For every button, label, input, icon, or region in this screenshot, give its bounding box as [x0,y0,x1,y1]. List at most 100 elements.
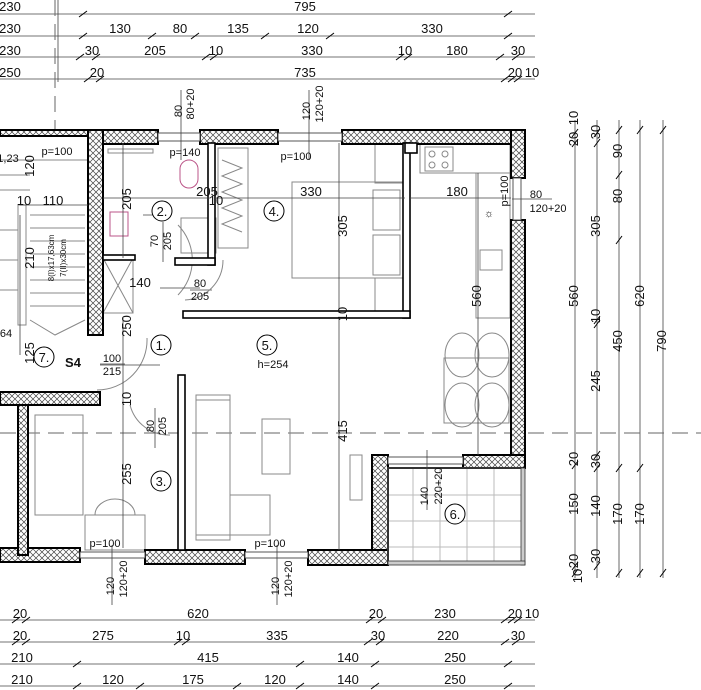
dimension-tick [363,638,373,646]
dimension-tick [232,682,242,690]
top_dimensions-row3-0-label: 230 [0,43,21,58]
top_dimensions-row3-5-label: 10 [398,43,412,58]
dining-table [443,357,510,424]
dimension-tick [173,638,183,646]
dimension-tick [500,75,510,83]
bottom_dimensions-row2-5-label: 220 [437,628,459,643]
right_dimensions-col3-0-label: 90 [610,144,625,158]
dimension-tick [593,450,601,460]
right_dimensions-col2-6-label: 30 [588,549,603,563]
dimension-tick [659,568,667,578]
right_dimensions-col2-0-label: 30 [588,125,603,139]
doors-0-height-label: 205 [162,232,174,250]
top_dimensions-row2-1-label: 130 [109,21,131,36]
top_dimensions-row2-2-label: 80 [173,21,187,36]
interior_dimensions-room3_depth-label: 255 [119,463,134,485]
right_dimensions-col3-1-label: 80 [610,189,625,203]
dimension-tick [83,75,93,83]
stair_notes-1-label: 7(II)x30cm [59,239,68,277]
dimension-tick [209,53,219,61]
right_dimensions-col2-3-label: 245 [588,370,603,392]
right_dimensions-col1-5-label: 10 [570,569,585,583]
room-marker-4: 4. [263,200,285,222]
interior_dimensions-bedroom_depth-label: 305 [335,215,350,237]
bottom_dimensions-row1-4-label: 20 [508,606,522,621]
dimension-tick [615,125,623,135]
dimension-tick [370,660,380,668]
dimension-tick [636,568,644,578]
stair_door-height-label: 215 [103,366,121,378]
top_dimensions-row3-2-label: 205 [144,43,166,58]
window-frame [157,132,201,142]
dimension-tick [593,315,601,325]
dimension-tick [503,10,513,18]
room-number: 1. [156,338,167,353]
dimension-tick [11,616,21,624]
window-frame [277,132,343,142]
windows-1-height-label: 120+20 [314,85,326,122]
windows-5-height-label: 120+20 [283,560,295,597]
dimension-tick [365,616,375,624]
dimension-tick [370,682,380,690]
bottom_dimensions-row1-5-label: 10 [525,606,539,621]
windows-4-sill-label: p=100 [90,538,121,550]
right_dimensions-col2-4-label: 30 [588,454,603,468]
doors-1-height-label: 205 [191,291,209,303]
bottom_dimensions-row1-1-label: 620 [187,606,209,621]
chair [474,382,510,428]
windows-5-sill-label: p=100 [255,538,286,550]
interior_dimensions-stair_run-label: 210 [22,247,37,269]
dimension-tick [75,53,85,61]
windows-2-width-label: 80 [530,189,542,201]
top_dimensions-row4-3-label: 20 [508,65,522,80]
stair_door-width-label: 100 [103,353,121,365]
bottom_dimensions-row3-0-label: 210 [11,650,33,665]
top_dimensions-row4-2-label: 735 [294,65,316,80]
dimension-tick [78,32,88,40]
window-frame [244,551,309,559]
dimension-tick [615,235,623,245]
right_dimensions-col1-2-label: 560 [566,285,581,307]
bottom_dimensions-row4-1-label: 120 [102,672,124,687]
interior_dimensions-hall_wall-label: 10 [119,392,134,406]
dimension-lines [0,0,667,690]
dimension-tick [95,75,105,83]
right_dimensions-col1-4-label: 150 [566,493,581,515]
windows-0-sill-label: p=140 [170,147,201,159]
dimension-tick [507,616,517,624]
bottom_dimensions-row3-1-label: 415 [197,650,219,665]
top_dimensions-row3-3-label: 10 [209,43,223,58]
bottom_dimensions-row2-3-label: 335 [266,628,288,643]
bottom_dimensions-row1-3-label: 230 [434,606,456,621]
pillow [372,189,401,231]
dimension-tick [636,125,644,135]
chair [474,332,510,378]
room-number-circle [150,470,172,492]
room-number-circle [263,200,285,222]
windows-4-height-label: 120+20 [118,560,130,597]
dimension-tick [260,32,270,40]
room-marker-1: 1. [150,334,172,356]
interior_dimensions-bath_width-label: 205 [196,184,218,199]
bottom_dimensions-row2-2-label: 10 [176,628,190,643]
bottom_dimensions-row4-0-label: 210 [11,672,33,687]
dimension-tick [495,53,505,61]
room-marker-7: 7. [33,346,55,368]
room-number: 7. [39,350,50,365]
top_dimensions-row3-6-label: 180 [446,43,468,58]
bottom_dimensions-row3-2-label: 140 [337,650,359,665]
stair_label-label: S4 [65,355,82,370]
right_dimensions-col1-3-label: 20 [566,452,581,466]
top_dimensions-row2-5-label: 330 [421,21,443,36]
room-marker-5: 5. [256,334,278,356]
tv-unit [349,454,363,501]
windows-1-width-label: 120 [301,102,313,120]
dimension-tick [190,32,200,40]
right_dimensions-col4-0-label: 620 [632,285,647,307]
dimension-tick [659,125,667,135]
shower [180,217,217,254]
top_dimensions-row3-4-label: 330 [301,43,323,58]
windows-3-width-label: 140 [419,487,431,505]
toilet-icon [179,159,199,189]
dimension-tick [571,460,579,470]
